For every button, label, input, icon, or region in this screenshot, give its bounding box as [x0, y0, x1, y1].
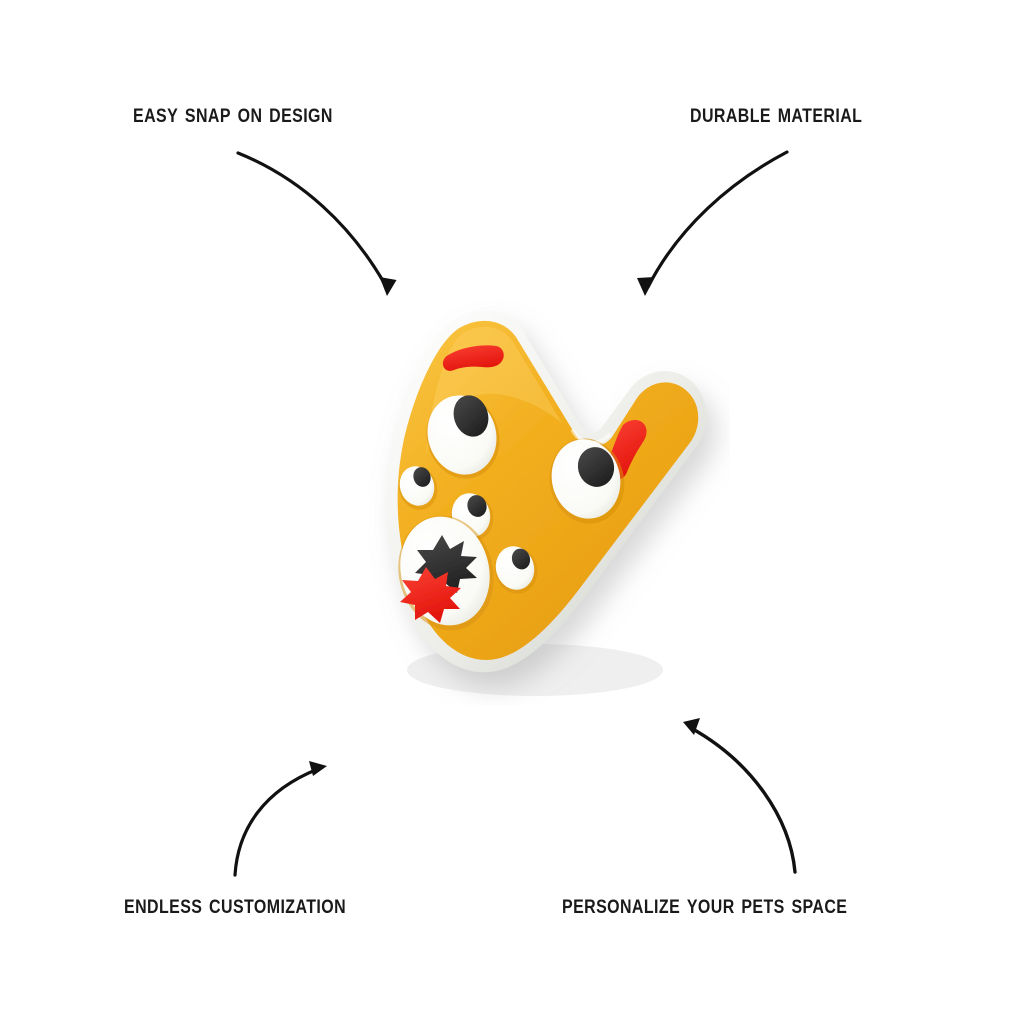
arrow-bottom-left [233, 761, 327, 877]
arrow-top-right [637, 150, 789, 296]
small-eye-1 [398, 466, 438, 510]
small-eye-3 [494, 546, 538, 594]
large-eye-left [426, 395, 500, 479]
tongue-red-splat [400, 567, 461, 623]
pupil [577, 447, 615, 487]
callout-label-personalize-your-pets-space: Personalize your pets space [562, 889, 848, 919]
product-image [330, 285, 730, 705]
pupil [453, 395, 489, 437]
pupil [467, 495, 487, 517]
arrow-top-left [236, 151, 397, 296]
red-stripe-left [442, 345, 504, 371]
callout-label-easy-snap-on-design: Easy snap on design [133, 98, 333, 128]
arrow-bottom-right [683, 718, 797, 874]
large-eye-right [549, 438, 625, 524]
mouth [398, 515, 494, 631]
pupil [413, 467, 431, 487]
callout-label-endless-customization: Endless customization [124, 889, 347, 919]
callout-label-durable-material: Durable material [690, 98, 863, 128]
notch-highlight [571, 429, 611, 445]
pupil [511, 548, 531, 570]
